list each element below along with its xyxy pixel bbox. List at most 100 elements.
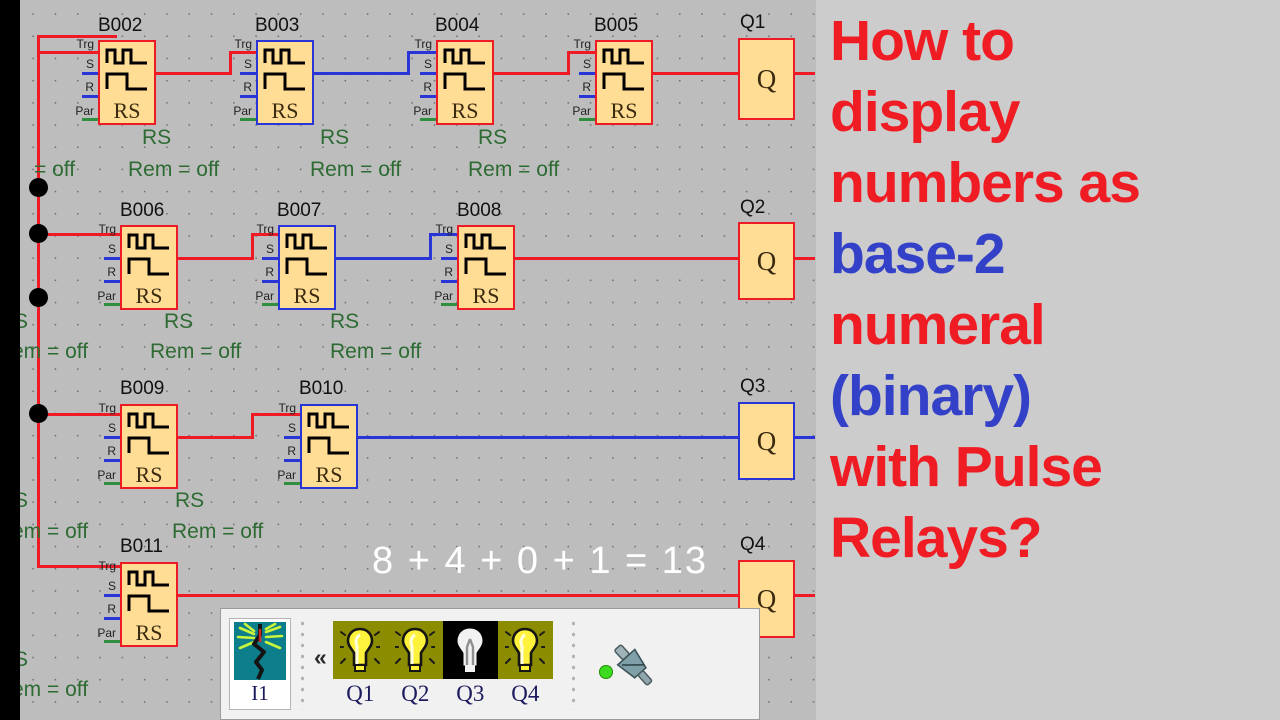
title-line-3: numbers as	[830, 151, 1141, 215]
wire-b009-riser	[251, 413, 254, 439]
pin-label-trg-b005: Trg	[573, 37, 591, 51]
function-block-b005[interactable]: RS	[595, 40, 653, 125]
pin-stub-par-b009	[104, 482, 121, 485]
left-black-border	[0, 0, 20, 720]
pulse-relay-symbol-icon	[127, 412, 169, 455]
truncated-label-row3-rem: em = off	[12, 520, 89, 543]
pin-label-par-b008: Par	[434, 289, 453, 303]
wire-q4-tail	[793, 594, 815, 597]
collapse-left-icon[interactable]: «	[314, 643, 327, 670]
block-caption-b008: B008	[457, 200, 502, 221]
panel-divider-right	[568, 618, 578, 710]
wire-trg-b006	[37, 233, 121, 236]
function-block-b003[interactable]: RS	[256, 40, 314, 125]
input-spark-icon	[234, 622, 286, 680]
output-lamp-q4[interactable]: Q4	[497, 621, 553, 707]
function-block-b009[interactable]: RS	[120, 404, 178, 489]
pin-stub-s-b008	[441, 257, 458, 260]
pin-label-r-b006: R	[107, 265, 116, 279]
lamp-label-q4: Q4	[511, 681, 540, 706]
fbd-canvas[interactable]: B002 RS Trg S R Par RS Rem = off B003	[12, 0, 816, 720]
function-block-b004[interactable]: RS	[436, 40, 494, 125]
pin-label-par-b011: Par	[97, 626, 116, 640]
title-line-8: Relays?	[830, 506, 1043, 570]
pin-stub-par-b008	[441, 303, 458, 306]
title-line-6: (binary)	[830, 364, 1032, 428]
pin-label-r-b011: R	[107, 602, 116, 616]
pin-stub-par-b007	[262, 303, 279, 306]
function-block-b002[interactable]: RS	[98, 40, 156, 125]
wire-b007-riser	[429, 233, 432, 260]
lamp-bulb-q1-icon	[332, 621, 388, 679]
sim-input-i1[interactable]: I1	[229, 618, 291, 710]
pin-stub-r-b003	[240, 95, 257, 98]
wire-b002-out	[154, 72, 232, 75]
lamp-label-q1: Q1	[346, 681, 375, 706]
pin-label-r-b010: R	[287, 444, 296, 458]
pin-label-r-b004: R	[423, 80, 432, 94]
pin-label-trg-b003: Trg	[234, 37, 252, 51]
annotation-rs-b003: RS	[320, 126, 350, 149]
pin-stub-r-b006	[104, 280, 121, 283]
truncated-label-row4-rem: em = off	[12, 678, 89, 701]
pin-label-trg-b008: Trg	[435, 222, 453, 236]
pin-stub-par-b003	[240, 118, 257, 121]
lamp-bulb-q4-icon	[497, 621, 553, 679]
annotation-rem-b007: Rem = off	[330, 340, 422, 363]
output-block-q4[interactable]: Q	[738, 560, 795, 638]
pin-stub-s-b002	[82, 72, 99, 75]
junction-dot-2	[29, 224, 48, 243]
annotation-rs-b009: RS	[175, 489, 205, 512]
output-block-q1[interactable]: Q	[738, 38, 795, 120]
wire-q1-tail	[793, 72, 815, 75]
wire-trg-b011	[37, 565, 121, 568]
pin-label-s-b010: S	[287, 421, 296, 435]
lamp-bulb-q2-icon	[387, 621, 443, 679]
block-symbol-label-b002: RS	[113, 98, 141, 123]
block-caption-b004: B004	[435, 15, 480, 36]
block-symbol-label-b003: RS	[271, 98, 299, 123]
pin-stub-s-b011	[104, 594, 121, 597]
function-block-b008[interactable]: RS	[457, 225, 515, 310]
block-caption-b003: B003	[255, 15, 300, 36]
pulse-relay-symbol-icon	[285, 233, 327, 276]
block-symbol-label-b006: RS	[135, 283, 163, 308]
pin-stub-r-b007	[262, 280, 279, 283]
output-block-q2[interactable]: Q	[738, 222, 795, 300]
wire-b007-out	[334, 257, 432, 260]
pin-stub-r-b005	[579, 95, 596, 98]
output-lamp-q3[interactable]: Q3	[442, 621, 498, 707]
pin-label-par-b004: Par	[413, 104, 432, 118]
pin-stub-par-b010	[284, 482, 301, 485]
wire-q2-tail	[793, 257, 815, 260]
simulation-status-plug[interactable]	[587, 635, 659, 693]
output-lamp-q2[interactable]: Q2	[387, 621, 443, 707]
function-block-b007[interactable]: RS	[278, 225, 336, 310]
output-lamp-group: Q1 Q2	[332, 621, 553, 707]
block-caption-b005: B005	[594, 15, 639, 36]
pin-label-s-b005: S	[582, 57, 591, 71]
block-symbol-label-b010: RS	[315, 462, 343, 487]
block-caption-b010: B010	[299, 378, 344, 399]
annotation-rem-b009: Rem = off	[172, 520, 264, 543]
simulation-control-panel[interactable]: I1 «	[220, 608, 760, 720]
function-block-b011[interactable]: RS	[120, 562, 178, 647]
junction-dot-4	[29, 404, 48, 423]
pin-label-s-b004: S	[423, 57, 432, 71]
block-caption-b009: B009	[120, 378, 165, 399]
pulse-relay-symbol-icon	[443, 48, 485, 91]
wire-b004-riser	[567, 51, 570, 75]
panel-divider-left	[298, 618, 307, 710]
pin-label-r-b005: R	[582, 80, 591, 94]
block-symbol-label-b007: RS	[293, 283, 321, 308]
output-caption-q3: Q3	[740, 376, 766, 397]
function-block-b010[interactable]: RS	[300, 404, 358, 489]
output-glyph-q3: Q	[756, 425, 777, 456]
annotation-rs-b006: RS	[164, 310, 194, 333]
function-block-b006[interactable]: RS	[120, 225, 178, 310]
pin-label-trg-b006: Trg	[98, 222, 116, 236]
pulse-relay-symbol-icon	[464, 233, 506, 276]
plug-connector-icon	[614, 644, 653, 686]
output-lamp-q1[interactable]: Q1	[332, 621, 388, 707]
output-block-q3[interactable]: Q	[738, 402, 795, 480]
